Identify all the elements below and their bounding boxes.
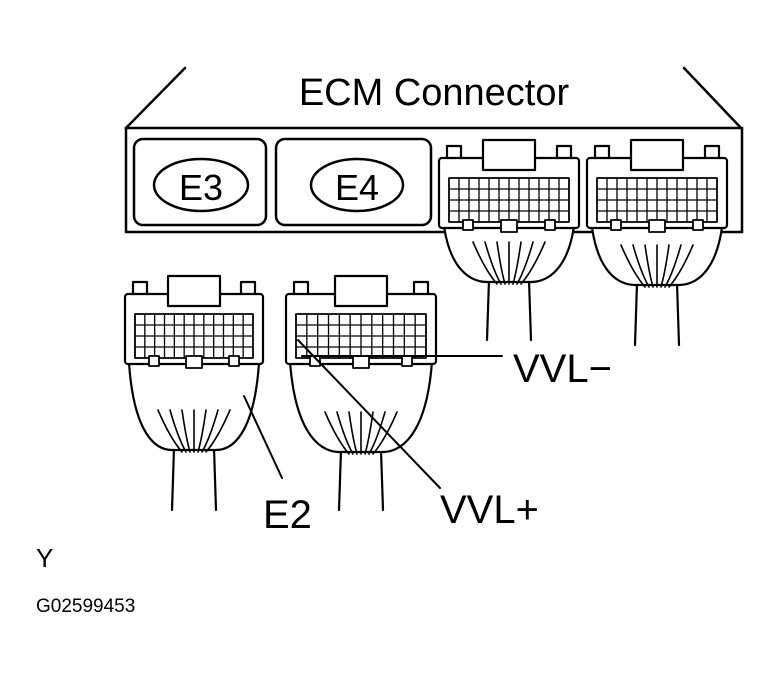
vvl-minus-label: VVL− <box>513 347 612 391</box>
e4-label: E4 <box>335 167 379 208</box>
e2-leader <box>243 395 283 479</box>
figure-code: G02599453 <box>36 596 135 617</box>
e2-label: E2 <box>263 493 312 537</box>
plug-upper-right <box>585 138 729 347</box>
diagram-title: ECM Connector <box>299 72 570 114</box>
e3-socket: E3 <box>132 137 268 227</box>
view-mark: Y <box>36 543 53 573</box>
plug-vvl <box>284 274 438 512</box>
plug-upper-left <box>437 138 581 342</box>
vvl-plus-leader <box>297 339 441 489</box>
plug-e2 <box>123 274 265 512</box>
vvl-plus-label: VVL+ <box>440 488 539 532</box>
callout-leaders <box>243 339 503 489</box>
e3-label: E3 <box>179 167 223 208</box>
wire-harness-connectors <box>123 138 729 512</box>
e4-socket: E4 <box>274 137 433 227</box>
